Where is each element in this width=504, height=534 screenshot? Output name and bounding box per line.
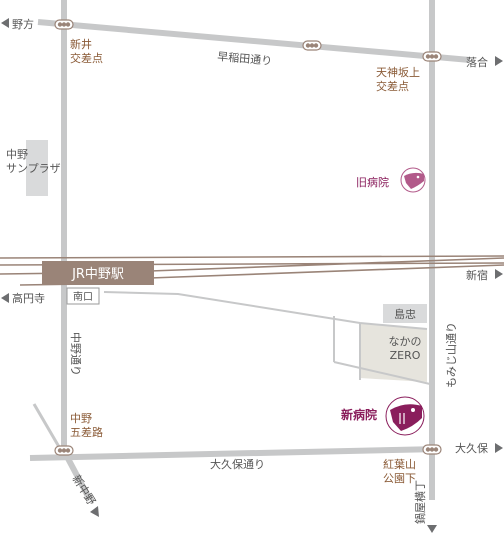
new-hospital-logo-icon xyxy=(385,396,425,436)
dir-ochiai-label: 落合 xyxy=(466,55,488,69)
intersection-nakano5-line1: 中野 xyxy=(70,412,92,425)
nakano-zero-block xyxy=(360,323,427,382)
traffic-signals xyxy=(54,19,442,456)
shimachu-block xyxy=(383,304,427,323)
intersection-momiji-line1: 紅葉山 xyxy=(383,457,416,471)
okubo-road xyxy=(29,446,441,461)
shin-nakano-road xyxy=(61,449,93,502)
intersection-tenjin-line1: 天神坂上 xyxy=(376,65,420,79)
shimachu-label: 島忠 xyxy=(394,307,416,321)
sunplaza-label-line2: サンプラザ xyxy=(6,162,61,175)
arrow-left-mid-icon xyxy=(1,293,9,303)
arrow-right-top-icon xyxy=(495,56,503,66)
dir-nogata-label: 野方 xyxy=(12,17,34,31)
intersection-momiji-line2: 公園下 xyxy=(383,472,416,485)
arrow-left-top-icon xyxy=(1,18,9,28)
road-label-okubo: 大久保通り xyxy=(210,457,265,471)
signal-nakano5-icon xyxy=(54,445,74,456)
nakano-zero-label-line1: なかの xyxy=(389,335,422,348)
dir-shinjuku-label: 新宿 xyxy=(466,268,488,282)
signal-waseda-mid-icon xyxy=(302,40,322,51)
direction-arrows xyxy=(1,18,503,533)
nakano-zero-label-line2: ZERO xyxy=(390,349,421,362)
intersection-nakano5-line2: 五差路 xyxy=(70,425,103,439)
road-label-momijiyama: もみじ山通り xyxy=(445,322,458,388)
road-network xyxy=(29,0,471,502)
intersection-arai-line2: 交差点 xyxy=(70,51,103,65)
block-outlines xyxy=(103,291,431,385)
waseda-road xyxy=(37,19,471,63)
sunplaza-label-line1: 中野 xyxy=(6,148,28,161)
south-exit-label: 南口 xyxy=(73,290,93,303)
gosaro-branch-road xyxy=(32,403,64,453)
signal-momiji-icon xyxy=(422,444,442,455)
jr-nakano-station-box xyxy=(42,261,154,285)
nakano-sunplaza-building xyxy=(26,140,48,196)
arrow-down-left-icon xyxy=(90,506,99,517)
jr-nakano-station-label: JR中野駅 xyxy=(71,267,124,282)
dir-shinnakano-label: 新中野 xyxy=(69,472,98,507)
dir-okubo-label: 大久保 xyxy=(455,441,488,455)
road-label-nakano: 中野通り xyxy=(69,332,82,376)
old-hospital-logo-icon xyxy=(400,167,426,193)
dir-koenji-label: 高円寺 xyxy=(12,291,45,305)
dir-nabeya-label: 鍋屋横丁 xyxy=(413,480,427,524)
arrow-right-mid-icon xyxy=(495,269,503,279)
old-hospital-label: 旧病院 xyxy=(356,175,389,189)
arrow-right-bottom-icon xyxy=(495,443,503,453)
south-exit-box xyxy=(66,287,100,305)
new-hospital-label: 新病院 xyxy=(341,407,377,422)
signal-arai-icon xyxy=(54,19,74,30)
arrow-down-bottom-icon xyxy=(427,525,437,533)
intersection-arai-line1: 新井 xyxy=(70,37,92,51)
intersection-tenjin-line2: 交差点 xyxy=(376,79,409,93)
signal-tenjin-icon xyxy=(422,51,442,62)
road-label-waseda: 早稲田通り xyxy=(217,50,273,68)
